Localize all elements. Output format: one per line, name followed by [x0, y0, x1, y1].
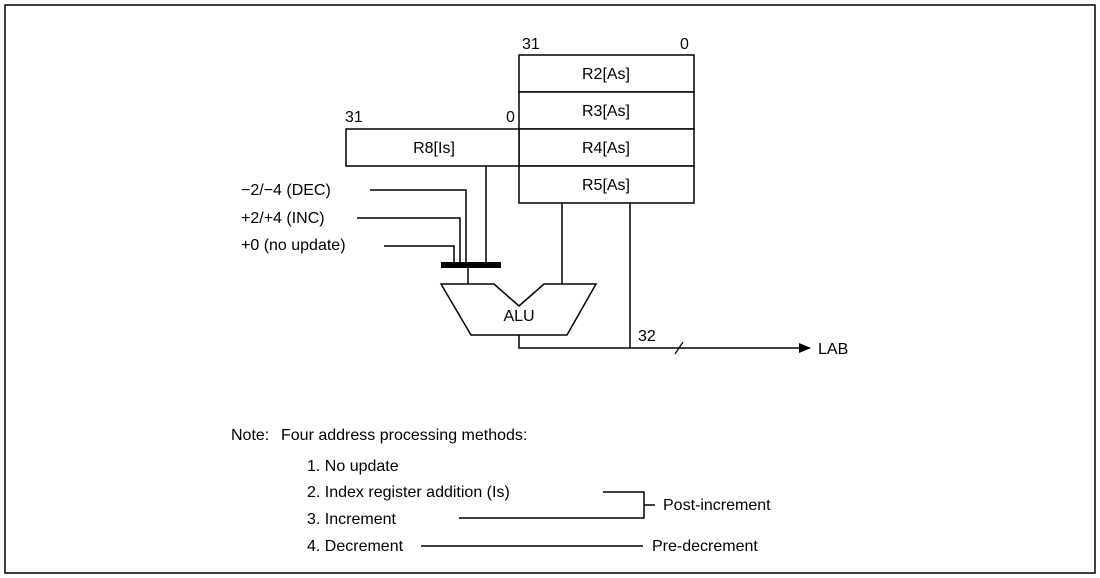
pre-decrement-label: Pre-decrement [652, 538, 758, 555]
bus-width-label: 32 [638, 328, 656, 345]
alu-label: ALU [503, 308, 534, 325]
register-r4 [518, 128, 695, 167]
note-prefix: Note: [231, 427, 269, 444]
alu-output-wire [518, 335, 630, 349]
as-bit-low-label: 0 [680, 36, 689, 53]
note-item-2: 2. Index register addition (Is) [307, 484, 510, 501]
note-heading: Four address processing methods: [281, 427, 527, 444]
inc-input-label: +2/+4 (INC) [241, 210, 325, 227]
register-r3-label: R3[As] [582, 103, 630, 120]
no-update-input-label: +0 (no update) [241, 237, 346, 254]
inc-wire [357, 217, 461, 264]
is-bit-low-label: 0 [506, 109, 515, 126]
dec-input-label: −2/−4 (DEC) [241, 182, 331, 199]
note-item-3: 3. Increment [307, 511, 396, 528]
register-r8 [345, 128, 520, 167]
register-r8-label: R8[Is] [413, 140, 455, 157]
alu-block [439, 283, 598, 336]
register-r5 [518, 165, 695, 204]
is-bit-high-label: 31 [345, 109, 363, 126]
post-increment-label: Post-increment [663, 497, 771, 514]
figure-frame [4, 4, 1096, 574]
register-r5-label: R5[As] [582, 177, 630, 194]
register-r4-label: R4[As] [582, 140, 630, 157]
bus-width-slash [674, 341, 684, 355]
no-update-wire [384, 245, 455, 264]
selector-bar [441, 262, 501, 268]
register-r2-label: R2[As] [582, 66, 630, 83]
note-item-4: 4. Decrement [307, 538, 404, 555]
lab-destination-label: LAB [818, 341, 848, 358]
as-bit-high-label: 31 [522, 36, 540, 53]
dec-wire [370, 189, 467, 264]
note-item-1: 1. No update [307, 458, 399, 475]
